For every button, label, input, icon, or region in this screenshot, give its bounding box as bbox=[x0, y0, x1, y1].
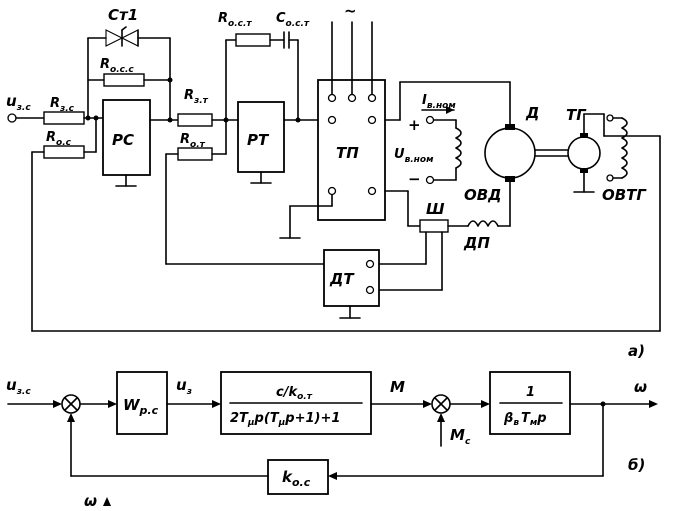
shunt-label: Ш bbox=[426, 200, 445, 218]
schematic: uз.с Rз.с Rо.с Ст1 bbox=[6, 2, 661, 360]
current-sensor-block bbox=[323, 249, 380, 307]
resistor-r-ot-label: Rо.т bbox=[180, 132, 206, 150]
field-minus: − bbox=[408, 170, 421, 188]
field-current-label: Iв.ном bbox=[422, 93, 456, 111]
ac-supply-symbol: ~ bbox=[344, 2, 357, 20]
speed-regulator-label: РС bbox=[112, 131, 134, 149]
current-regulator-label: РТ bbox=[247, 131, 270, 149]
omega-arrow-icon bbox=[103, 497, 111, 506]
bd-input-label: uз.с bbox=[6, 376, 31, 397]
motor-label: Д bbox=[525, 104, 539, 122]
resistor-r-oct bbox=[235, 33, 271, 47]
resistor-r-zt-label: Rз.т bbox=[184, 88, 209, 106]
current-regulator-block bbox=[237, 101, 285, 173]
resistor-r-oct-label: Rо.с.т bbox=[218, 11, 252, 29]
tachogenerator-label: ТГ bbox=[566, 106, 587, 124]
motor bbox=[484, 127, 536, 179]
tachogenerator bbox=[567, 136, 601, 170]
motor-field-winding bbox=[455, 127, 462, 169]
load-torque-label: Mc bbox=[450, 426, 471, 447]
current-loop-numerator: c/kо.т bbox=[276, 385, 313, 402]
field-voltage-label: Uв.ном bbox=[394, 147, 434, 165]
tacho-field-winding-label: ОВТГ bbox=[602, 186, 647, 204]
resistor-r-ocs bbox=[103, 73, 145, 87]
summing-junction-1 bbox=[61, 394, 81, 414]
resistor-r-zc-label: Rз.с bbox=[50, 96, 75, 114]
input-terminal bbox=[7, 113, 17, 123]
speed-regulator-tf-block bbox=[116, 371, 168, 435]
tacho-field-winding bbox=[621, 117, 628, 179]
panel-b-label: б) bbox=[628, 456, 645, 474]
thyristor-converter-block bbox=[317, 79, 386, 221]
resistor-r-ocs-label: Rо.с.с bbox=[100, 57, 134, 75]
zener-st1-label: Ст1 bbox=[108, 6, 138, 24]
feedback-gain-label: kо.с bbox=[282, 468, 311, 489]
shunt bbox=[419, 219, 449, 233]
input-voltage-label: uз.с bbox=[6, 92, 31, 113]
torque-label: M bbox=[390, 378, 405, 396]
resistor-r-zt bbox=[177, 113, 213, 127]
capacitor-c-oct-label: Cо.с.т bbox=[276, 11, 310, 29]
thyristor-converter-label: ТП bbox=[336, 144, 359, 162]
feedback-gain-block bbox=[267, 459, 329, 495]
field-plus: + bbox=[408, 116, 421, 134]
mechanical-numerator: 1 bbox=[526, 385, 535, 400]
speed-output-label: ω bbox=[634, 378, 647, 396]
commutating-winding-label: ДП bbox=[463, 234, 490, 252]
motor-field-winding-label: ОВД bbox=[464, 186, 502, 204]
omega-feedback-label: ω bbox=[84, 492, 97, 510]
current-loop-denominator: 2Tμp(Tμp+1)+1 bbox=[230, 411, 340, 428]
zener-st1 bbox=[105, 26, 139, 47]
panel-a-label: а) bbox=[628, 342, 645, 360]
current-reference-label: uз bbox=[176, 376, 192, 397]
commutating-winding bbox=[467, 220, 499, 227]
speed-regulator-tf-label: Wр.с bbox=[123, 396, 159, 417]
resistor-r-oc-label: Rо.с bbox=[46, 130, 72, 148]
block-diagram: uз.с Wр.с uз c/kо.т 2Tμp(Tμp+1)+1 M bbox=[6, 371, 658, 510]
summing-junction-2 bbox=[431, 394, 451, 414]
current-sensor-label: ДТ bbox=[329, 270, 355, 288]
